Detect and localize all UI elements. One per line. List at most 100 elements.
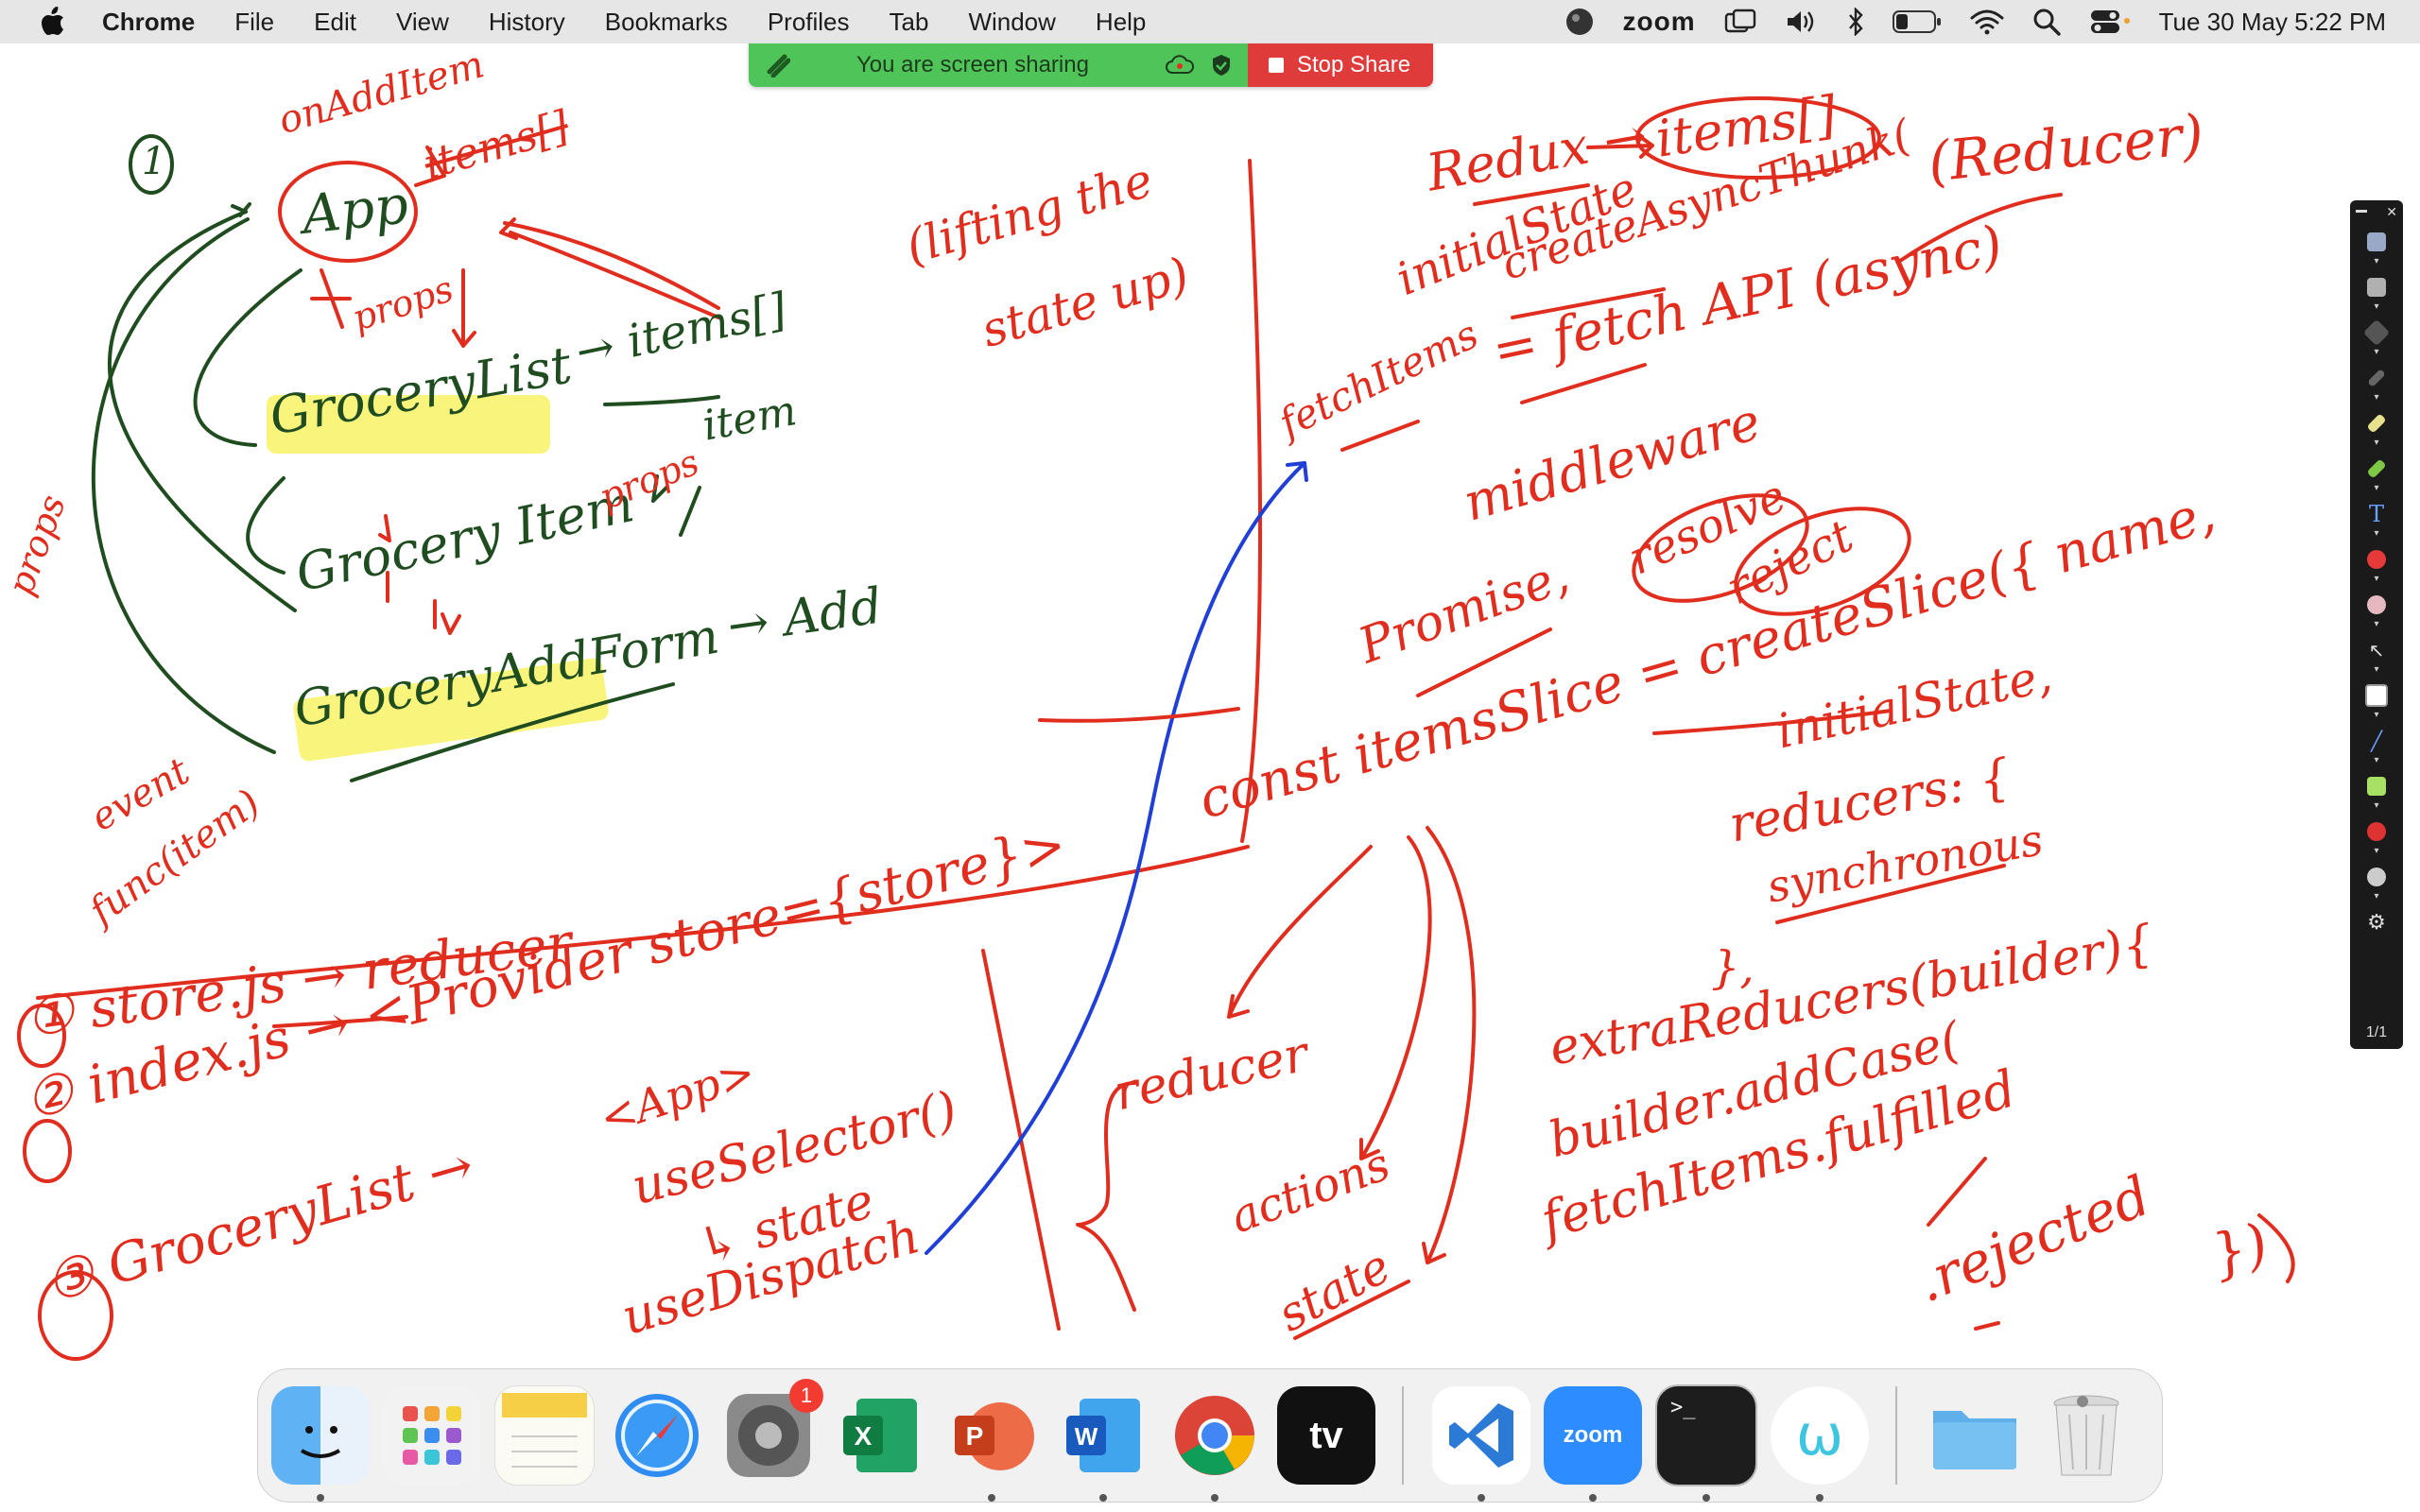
bluetooth-icon[interactable] [1847,8,1864,36]
dock-excel[interactable]: X [831,1386,929,1485]
word-icon: W [1066,1399,1140,1472]
security-shield-icon[interactable] [1210,53,1233,77]
dock-notes[interactable] [494,1385,595,1486]
menu-tab[interactable]: Tab [889,7,929,36]
menu-history[interactable]: History [488,7,565,36]
running-indicator [1589,1494,1597,1502]
chrome-icon [1175,1396,1254,1475]
color-icon[interactable] [2360,770,2393,802]
cloud-icon[interactable] [1165,54,1195,77]
dock-launchpad[interactable] [383,1386,481,1485]
arrow-icon[interactable]: ↖ [2368,640,2385,662]
whiteboard-icon[interactable] [2360,679,2393,712]
volume-icon[interactable] [1785,9,1819,35]
annotation-toolbar: ✕ ▾ ▾ ▾ ▾ ▾ ▾ T ▾ ▾ ▾ ↖ ▾ ▾ ╱ ▾ ▾ ▾ ▾ ⚙ … [2350,200,2403,1049]
stop-share-button[interactable]: Stop Share [1248,43,1433,87]
launchpad-icon [403,1406,461,1465]
screen-share-bar: You are screen sharing Stop Share [749,43,1433,87]
chevron-down-icon: ▾ [2374,392,2379,403]
dock-safari[interactable] [608,1386,706,1485]
system-settings-icon [727,1394,810,1477]
dock-chrome[interactable] [1166,1386,1264,1502]
svg-text:P: P [966,1421,984,1451]
menu-file[interactable]: File [234,7,275,36]
menu-window[interactable]: Window [968,7,1056,36]
share-shield-icon [766,53,790,77]
text-icon[interactable]: T [2368,501,2384,527]
svg-text:X: X [855,1421,873,1451]
dock-terminal[interactable]: >_ [1655,1384,1757,1502]
control-center-icon[interactable] [2089,8,2131,36]
running-indicator [988,1494,995,1502]
line-icon[interactable]: ╱ [2370,730,2383,752]
menu-view[interactable]: View [395,7,449,36]
zoom-menu-label[interactable]: zoom [1622,7,1696,36]
annotation-canvas[interactable]: 1 App GroceryList → items[] item Grocery… [0,43,2420,1366]
dock-finder[interactable] [271,1386,370,1502]
close-icon[interactable]: ✕ [2386,204,2397,219]
dock-apple-tv[interactable]: tv [1277,1386,1375,1485]
note-app: App [299,174,411,247]
apple-logo-icon[interactable] [34,3,72,41]
dock-vscode[interactable] [1432,1386,1530,1502]
apple-tv-label: tv [1309,1414,1343,1456]
fill-icon[interactable] [2360,453,2393,485]
chevron-down-icon: ▾ [2374,619,2379,629]
dock-webex[interactable]: ω [1771,1386,1869,1502]
chevron-down-icon: ▾ [2374,755,2379,765]
pen-icon[interactable] [2360,362,2393,394]
chevron-down-icon: ▾ [2374,483,2379,493]
safari-icon [615,1394,699,1477]
stop-share-label: Stop Share [1297,52,1411,77]
zoom-app-label: zoom [1563,1422,1623,1448]
chevron-down-icon: ▾ [2374,664,2379,675]
running-indicator [1211,1494,1219,1502]
powerpoint-icon: P [955,1402,1034,1470]
dock-system-settings[interactable]: 1 [719,1379,823,1485]
record-icon[interactable] [2360,816,2393,848]
ink-strokes [17,96,2295,1361]
menu-bookmarks[interactable]: Bookmarks [604,7,728,36]
dock-zoom[interactable]: zoom [1544,1386,1642,1502]
window-switch-icon[interactable] [1724,9,1756,35]
dock-separator [1895,1386,1897,1485]
select-icon[interactable] [2360,226,2393,258]
dock-separator [1402,1386,1404,1485]
wifi-icon[interactable] [1970,9,2004,35]
dock-word[interactable]: W [1054,1386,1152,1502]
vscode-icon [1449,1403,1513,1468]
screen-record-icon[interactable] [1564,7,1595,37]
menu-profiles[interactable]: Profiles [767,7,850,36]
spotlight-icon[interactable] [2360,271,2393,303]
folder-icon [1933,1411,2016,1469]
dock-powerpoint[interactable]: P [942,1386,1041,1502]
eraser-icon[interactable] [2360,317,2393,349]
menu-edit[interactable]: Edit [314,7,356,36]
running-indicator [317,1494,324,1502]
dock-trash[interactable] [2037,1386,2135,1485]
chevron-down-icon: ▾ [2374,574,2379,584]
highlight-grocerylist [267,395,550,454]
menubar-clock[interactable]: Tue 30 May 5:22 PM [2158,7,2386,36]
chevron-down-icon: ▾ [2374,438,2379,448]
minimize-icon[interactable] [2356,210,2367,213]
note-close-brace: }, [1711,941,1754,994]
search-icon[interactable] [2032,8,2061,36]
settings-icon[interactable]: ⚙ [2367,910,2386,934]
menu-app-name[interactable]: Chrome [102,7,196,36]
save-icon[interactable] [2360,861,2393,893]
webex-icon: ω [1795,1402,1844,1469]
share-status-area[interactable]: You are screen sharing [749,43,1248,87]
shape-icon[interactable] [2360,543,2393,576]
svg-text:W: W [1075,1422,1098,1451]
stop-square-icon [1269,58,1284,73]
stamp-icon[interactable] [2360,589,2393,621]
notes-icon [502,1393,587,1468]
chevron-down-icon: ▾ [2374,891,2379,902]
dock-folder[interactable] [1926,1386,2024,1485]
battery-icon[interactable] [1892,9,1942,34]
highlighter-icon[interactable] [2360,407,2393,439]
menu-help[interactable]: Help [1095,7,1147,36]
finder-icon [300,1426,341,1458]
chevron-down-icon: ▾ [2374,301,2379,312]
